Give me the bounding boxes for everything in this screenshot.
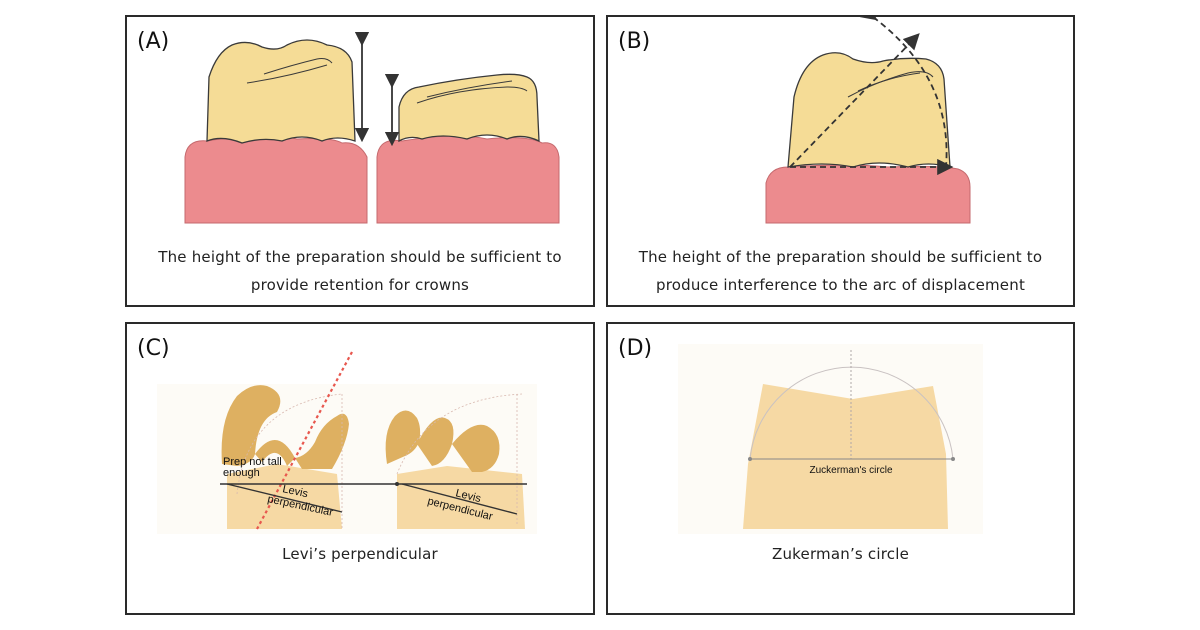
panel-label: (B) [618, 29, 651, 54]
arc-of-displacement-illustration [765, 17, 971, 224]
gum [765, 164, 971, 224]
panel-label: (D) [618, 336, 653, 361]
zuckermans-circle-illustration: Zuckerman's circle [678, 344, 983, 534]
levis-perpendicular-illustration: Prep not tall enough Levis perpendicular… [157, 351, 537, 534]
tooth-height-illustration [184, 31, 560, 224]
caption-line: The height of the preparation should be … [158, 248, 562, 266]
caption-line: produce interference to the arc of displ… [655, 276, 1026, 294]
gum-right [376, 135, 560, 224]
perpendicular-left [226, 483, 343, 513]
panel-caption: The height of the preparation should be … [127, 243, 593, 299]
tall-tooth [206, 39, 356, 144]
panel-a: (A) The height of the preparation should… [125, 15, 595, 307]
panel-c: (C) Prep not tall enough Levis perpendic… [125, 322, 595, 615]
caption-line: The height of the preparation should be … [638, 248, 1043, 266]
panel-d: (D) Zuckerman's circle Zukerman’s circle [606, 322, 1075, 615]
right-cusp-right [452, 424, 500, 472]
caption-line: Zukerman’s circle [771, 545, 910, 563]
levis-label-left: Levis [281, 483, 309, 500]
zuckerman-label: Zuckerman's circle [809, 465, 892, 476]
rotation-radius-line [789, 33, 920, 168]
panel-label: (A) [137, 29, 170, 54]
panel-caption: Levi’s perpendicular [127, 540, 593, 568]
gum-left [184, 134, 368, 224]
left-occlusal [255, 439, 295, 466]
right-cusp-outline [385, 410, 421, 464]
panel-b: (B) The height of the preparation should… [606, 15, 1075, 307]
panel-caption: The height of the preparation should be … [608, 243, 1073, 299]
perpendicular-right [401, 483, 518, 515]
caption-line: Levi’s perpendicular [282, 545, 438, 563]
prepared-tooth [787, 52, 951, 168]
panel-caption: Zukerman’s circle [608, 540, 1073, 568]
short-tooth [398, 73, 540, 143]
left-cusp-outline [221, 385, 281, 466]
caption-line: provide retention for crowns [250, 276, 470, 294]
panel-label: (C) [137, 336, 170, 361]
guide-arc-left [236, 393, 343, 495]
prep-label-line2: enough [223, 467, 260, 479]
prepared-tooth [743, 384, 948, 529]
left-cusp-right [295, 413, 349, 469]
guide-arc-right [396, 393, 523, 475]
arc-of-displacement [859, 17, 948, 168]
prep-label-line1: Prep not tall [223, 456, 282, 468]
light-prep-left [227, 464, 342, 529]
light-prep-right [397, 466, 525, 529]
